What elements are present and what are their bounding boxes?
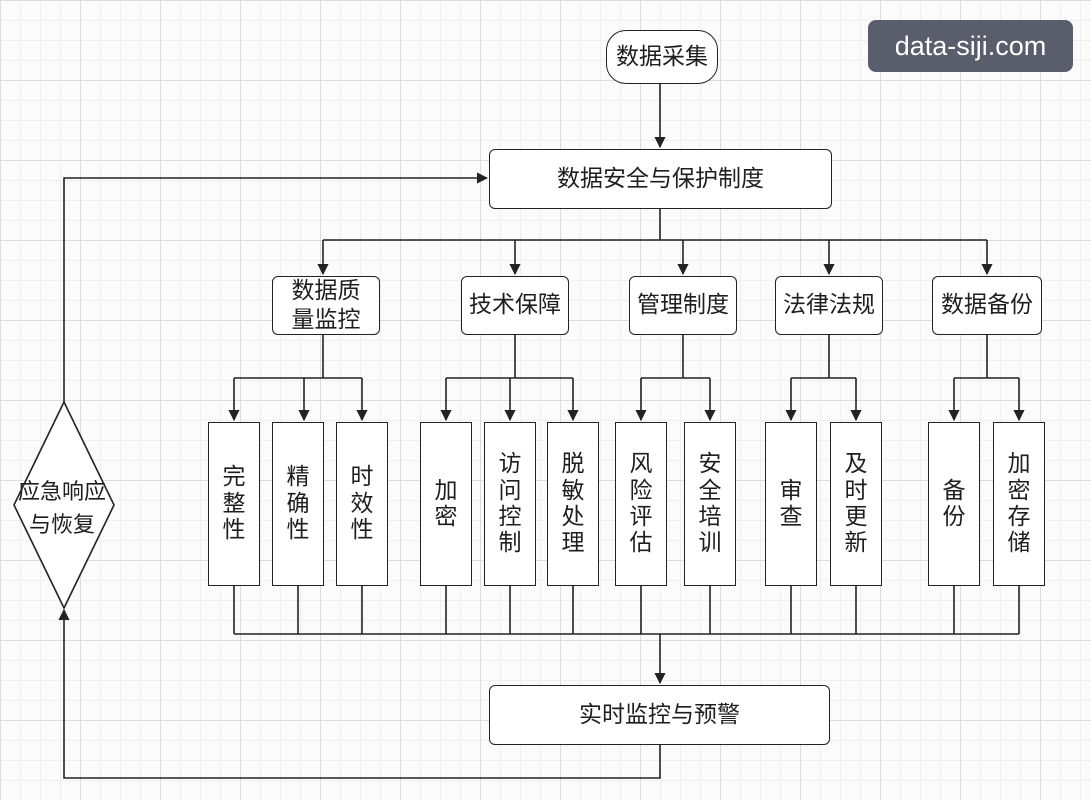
node-data-collection: 数据采集 [606, 30, 718, 84]
node-realtime-monitoring: 实时监控与预警 [489, 685, 830, 745]
emergency-diamond [13, 400, 115, 610]
arrow-monitor-to-emergency [58, 608, 661, 779]
node-data-backup: 数据备份 [932, 276, 1042, 335]
node-security-policy: 数据安全与保护制度 [489, 149, 832, 209]
leaf-encryption: 加密 [420, 422, 472, 586]
leaf-timeliness: 时效性 [336, 422, 388, 586]
leaf-timely-update: 及时更新 [830, 422, 882, 586]
leaf-completeness: 完整性 [208, 422, 260, 586]
leaf-audit: 审查 [765, 422, 817, 586]
emergency-response-label: 应急响应与恢复 [18, 480, 107, 538]
leaf-encrypted-storage: 加密存储 [993, 422, 1045, 586]
arrow-emergency-to-policy [63, 172, 489, 402]
leaf-desensitization: 脱敏处理 [547, 422, 599, 586]
node-management-policy: 管理制度 [629, 276, 737, 335]
node-laws-regulations: 法律法规 [775, 276, 883, 335]
node-quality-monitoring: 数据质量监控 [272, 276, 380, 335]
watermark-badge: data-siji.com [868, 20, 1073, 72]
leaf-security-training: 安全培训 [684, 422, 736, 586]
leaf-risk-assessment: 风险评估 [615, 422, 667, 586]
node-technical-support: 技术保障 [461, 276, 569, 335]
leaf-backup: 备份 [928, 422, 980, 586]
leaf-accuracy: 精确性 [272, 422, 324, 586]
leaf-access-control: 访问控制 [484, 422, 536, 586]
